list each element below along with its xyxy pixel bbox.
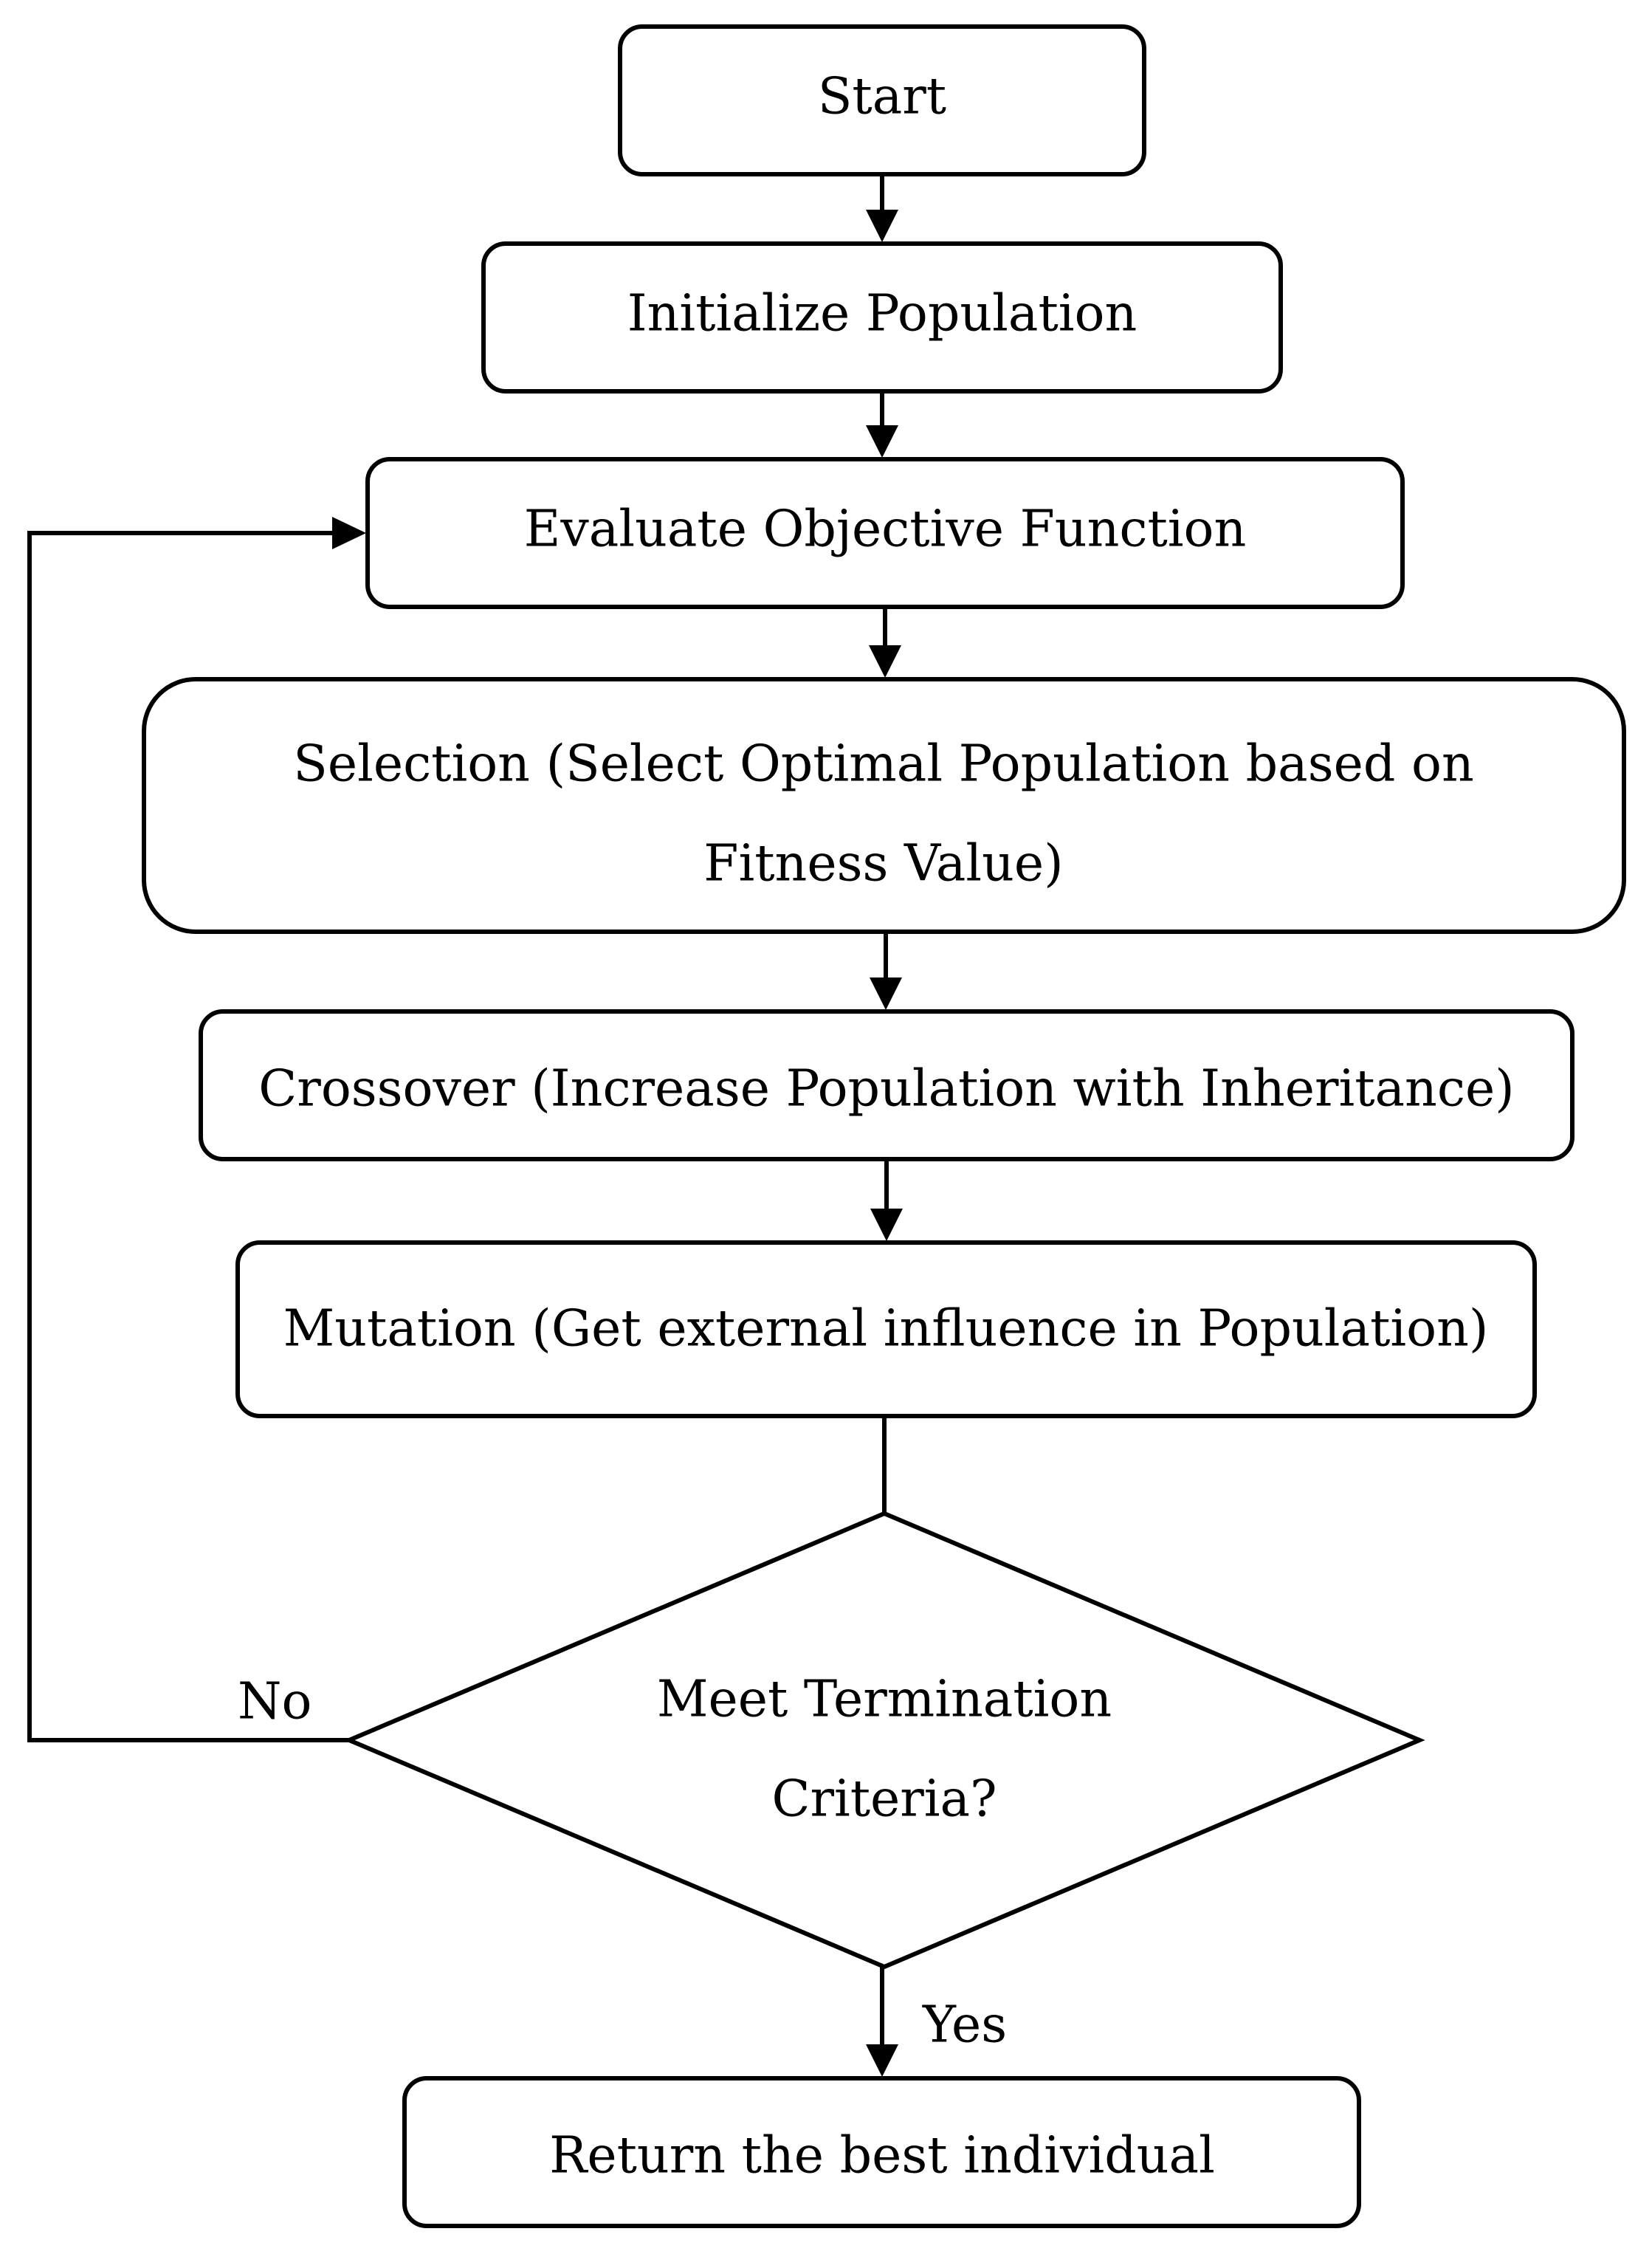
mutation-label: Mutation (Get external influence in Popu… xyxy=(283,1300,1489,1358)
arrow-evaluate-to-selection xyxy=(869,607,901,678)
yes-branch-label: Yes xyxy=(922,1996,1007,2055)
termination-decision-label-line2: Criteria? xyxy=(771,1770,997,1829)
arrow-crossover-to-mutation xyxy=(870,1159,903,1241)
arrow-decision-no-loop-to-evaluate xyxy=(27,517,366,1742)
arrow-decision-yes-to-return xyxy=(866,1967,898,2077)
termination-decision-diamond xyxy=(343,1511,1425,1970)
crossover-label: Crossover (Increase Population with Inhe… xyxy=(258,1060,1514,1119)
termination-decision-label-line1: Meet Termination xyxy=(657,1671,1112,1729)
selection-label-line2: Fitness Value) xyxy=(703,835,1063,893)
arrow-start-to-initialize xyxy=(866,174,898,242)
initialize-population-label: Initialize Population xyxy=(627,285,1138,343)
start-label: Start xyxy=(818,68,946,126)
return-best-box xyxy=(402,2076,1361,2228)
selection-box xyxy=(142,677,1626,934)
no-branch-label: No xyxy=(238,1673,312,1731)
evaluate-objective-label: Evaluate Objective Function xyxy=(524,501,1247,559)
arrow-selection-to-crossover xyxy=(870,932,902,1010)
return-best-label: Return the best individual xyxy=(549,2127,1215,2185)
arrow-initialize-to-evaluate xyxy=(866,391,898,458)
selection-label-line1: Selection (Select Optimal Population bas… xyxy=(293,735,1474,794)
